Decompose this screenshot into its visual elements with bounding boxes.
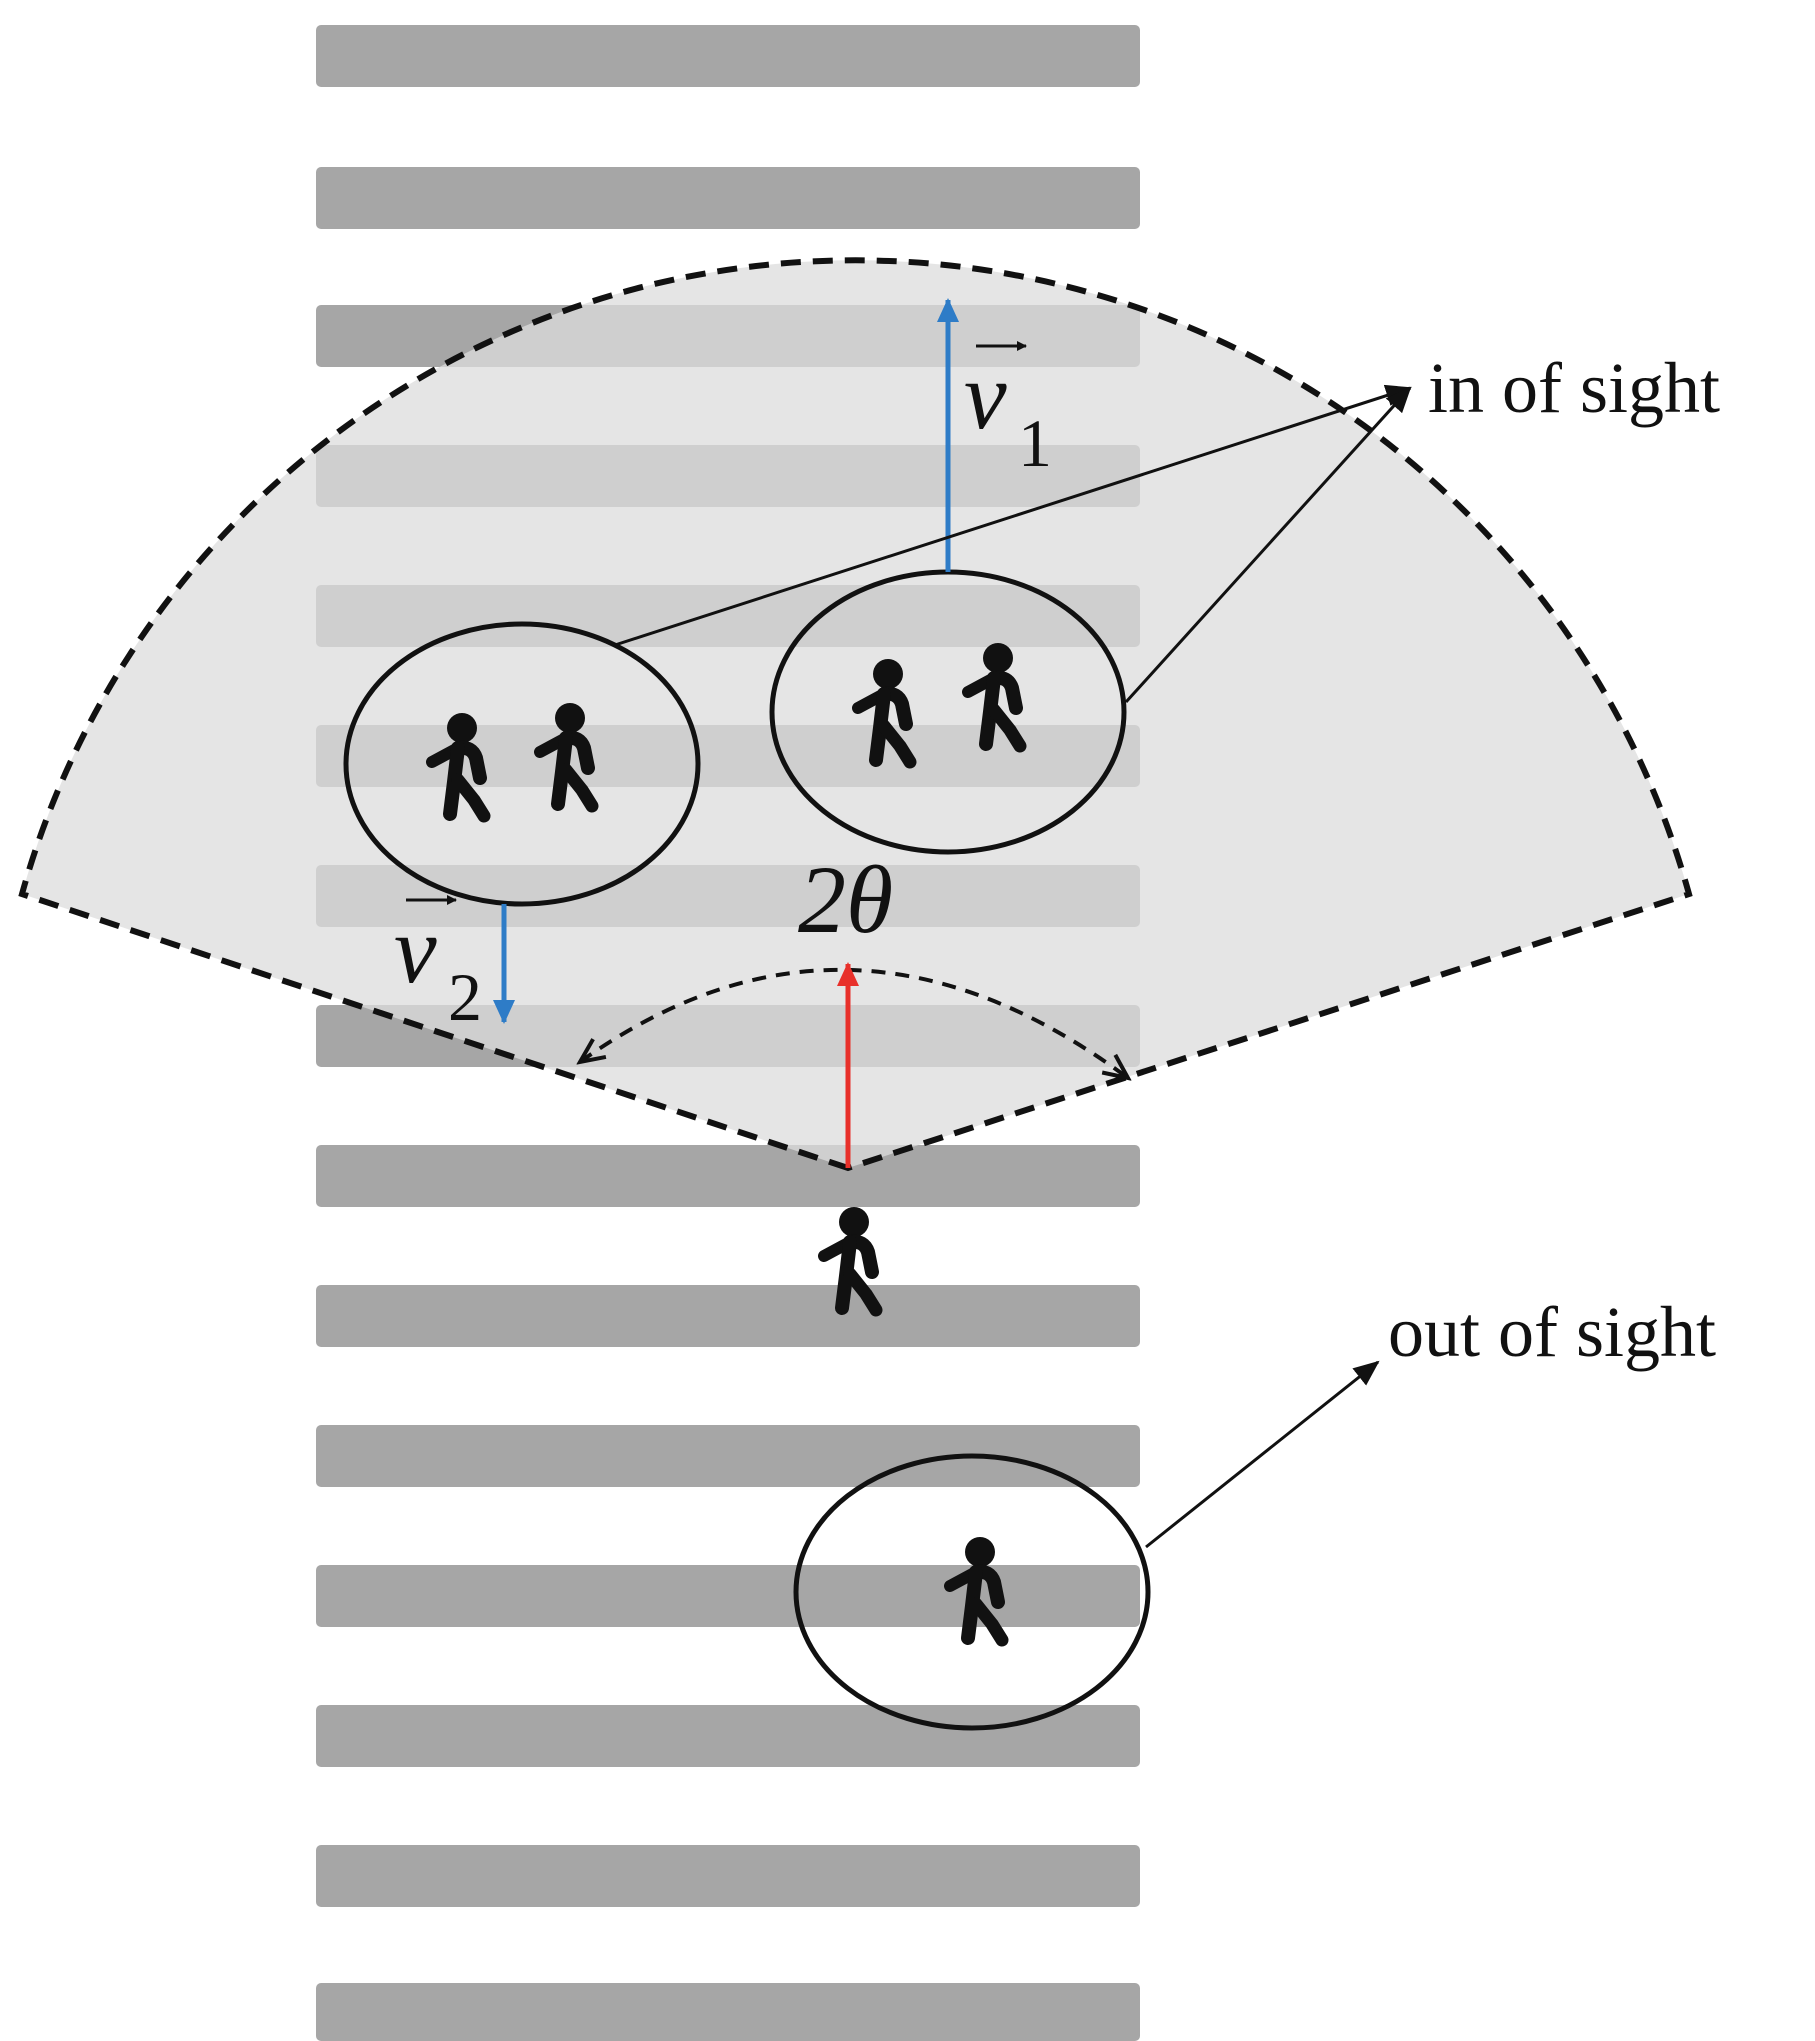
field-of-view-sector — [18, 257, 1693, 1172]
out-of-sight-label: out of sight — [1388, 1292, 1716, 1372]
v2-subscript: 2 — [448, 959, 482, 1035]
crosswalk-stripe — [316, 1285, 1140, 1347]
crosswalk-stripe — [316, 1705, 1140, 1767]
v1-label: v 1 — [964, 341, 1052, 481]
crosswalk-stripe — [316, 1983, 1140, 2041]
v1-subscript: 1 — [1018, 405, 1052, 481]
crosswalk-stripe — [316, 167, 1140, 229]
leader-line-in-sight-right — [1124, 386, 1412, 704]
crosswalk-stripe — [316, 1565, 1140, 1627]
crosswalk-stripe — [316, 1425, 1140, 1487]
crosswalk-stripe — [316, 1845, 1140, 1907]
crosswalk-stripe — [316, 1145, 1140, 1207]
leader-line-in-sight-left — [614, 384, 1412, 647]
angle-label: 2θ — [798, 846, 893, 953]
crosswalk-stripe — [316, 25, 1140, 87]
pedestrian-group-left — [343, 621, 701, 907]
v1-symbol: v — [964, 342, 1007, 449]
v2-symbol: v — [394, 896, 437, 1003]
in-of-sight-label: in of sight — [1428, 348, 1720, 428]
leader-line-out-of-sight — [1145, 1360, 1380, 1549]
v2-label: v 2 — [394, 895, 482, 1035]
pedestrian-group-out-of-sight — [793, 1453, 1151, 1731]
